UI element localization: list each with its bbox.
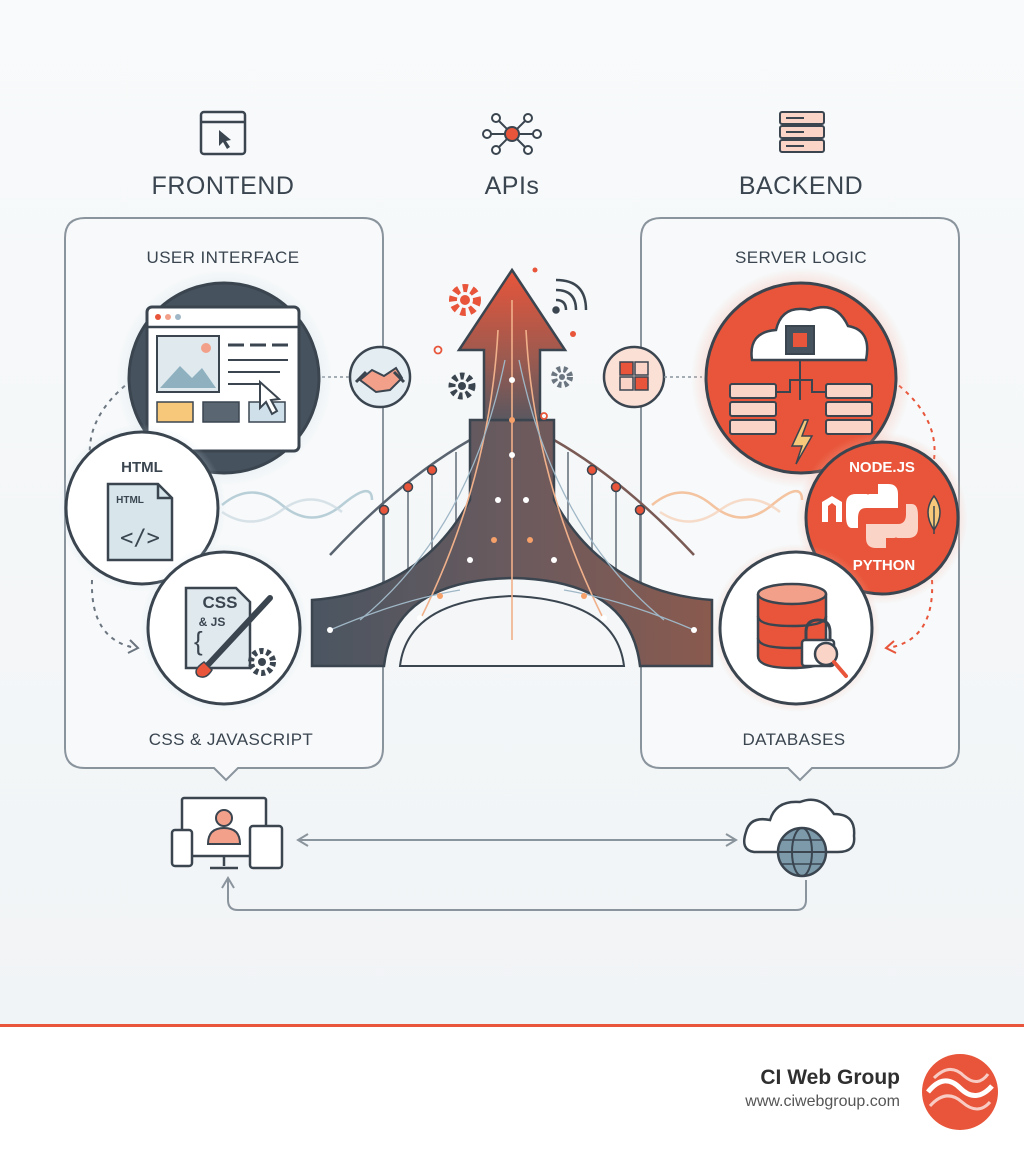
paintbrush-icon [202,595,273,671]
html-circle-label: HTML [121,459,163,476]
backend-flow-dashes-bottom [887,579,934,649]
network-hub-icon [482,113,542,155]
multi-device-icon [170,796,284,870]
python-label: PYTHON [853,557,916,574]
server-logic-circle [691,268,911,488]
js-label: & JS [199,615,226,629]
node-icon [822,496,842,522]
brace-icon: { [194,626,203,656]
diagram-svg: FRONTEND APIs BACKEND USER INTERFACE CSS… [58,110,968,911]
gear-icon-dark [448,372,476,400]
two-way-arrow [296,833,738,847]
return-loop-arrow [221,876,807,911]
handshake-icon [348,345,412,409]
diagram-canvas: FRONTEND APIs BACKEND USER INTERFACE CSS… [0,0,1024,1025]
frontend-flow-dashes-bottom [90,579,137,649]
puzzle-icon [602,345,666,409]
database-circle [712,544,880,712]
decor-dot [433,345,443,355]
html-doc-label: HTML [116,495,144,506]
brand-logo [922,1054,998,1130]
magnifier-icon [813,641,848,678]
cloud-globe-icon [743,798,856,878]
code-tag-icon: </> [120,526,160,551]
backend-title: BACKEND [739,172,863,200]
nodejs-label: NODE.JS [849,459,915,476]
brand-name: CI Web Group [760,1066,900,1089]
wifi-signal-icon [552,278,588,314]
python-icon [846,484,918,548]
server-stack-icon [779,111,825,153]
server-logic-label: SERVER LOGIC [735,248,867,267]
user-interface-label: USER INTERFACE [147,248,300,267]
frontend-title: FRONTEND [152,172,295,200]
databases-label: DATABASES [742,730,845,749]
backend-flow-dashes-top [891,379,936,471]
user-interface-circle [116,270,332,486]
gear-icon [248,648,276,676]
frontend-wave [221,490,374,523]
frontend-flow-dashes-top [88,379,133,471]
brand-url[interactable]: www.ciwebgroup.com [745,1093,900,1110]
decor-dot [540,412,548,420]
gear-icon-small [551,366,573,388]
lightning-icon [790,419,814,465]
css-label: CSS [203,593,238,612]
footer-divider [0,1024,1024,1027]
api-bridge [310,267,714,668]
backend-flow-arrowhead [884,640,897,654]
decor-dot [532,267,538,273]
css-js-circle: CSS & JS { [140,544,308,712]
backend-wave [651,490,804,523]
decor-dot [570,331,576,337]
browser-window-icon [199,110,247,156]
frontend-flow-arrowhead [127,639,140,654]
html-circle: HTML HTML </> [58,424,226,592]
css-javascript-label: CSS & JAVASCRIPT [149,730,313,749]
gear-icon-orange [449,284,481,316]
apis-title: APIs [485,172,540,200]
